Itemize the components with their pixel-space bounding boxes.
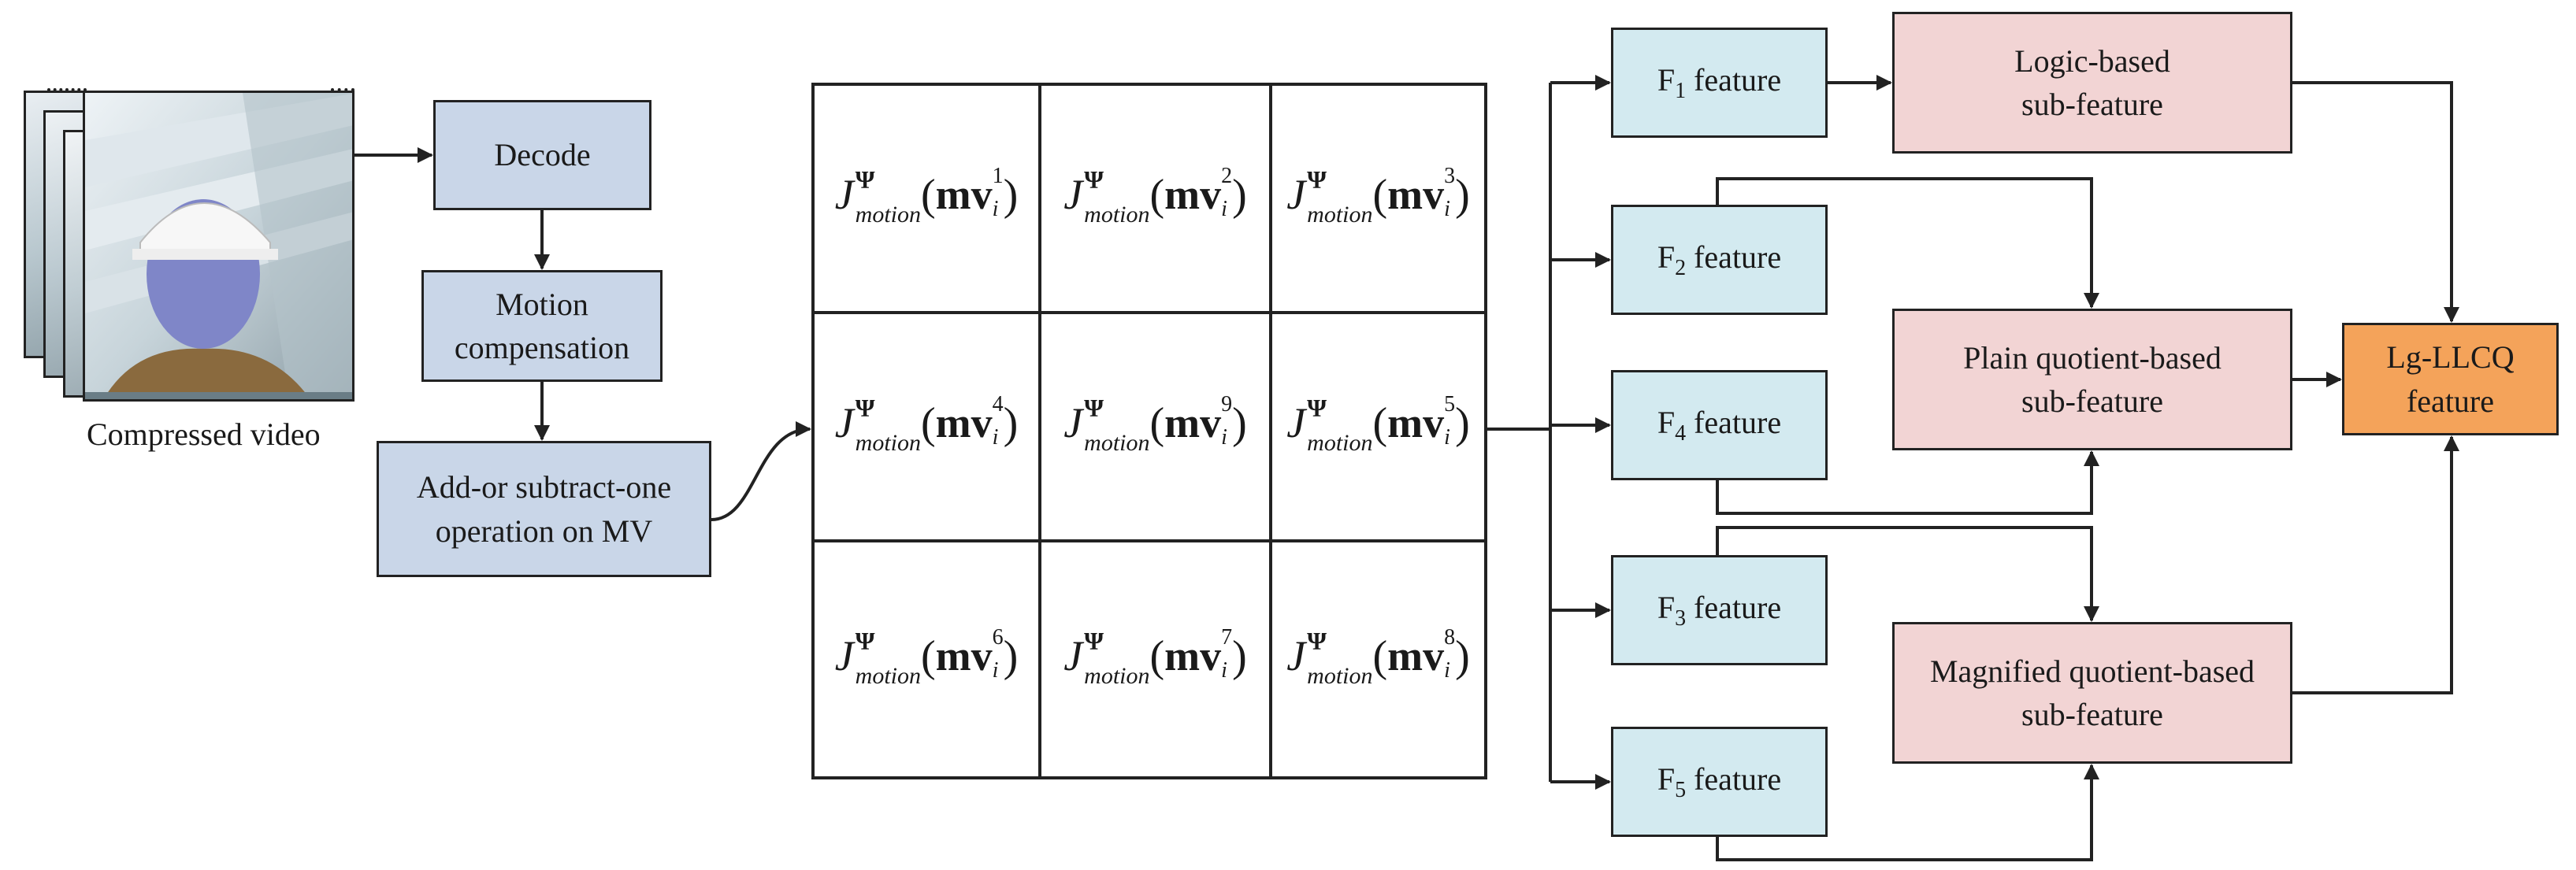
motion-comp-line1: Motion (496, 286, 588, 322)
arrow-f4-to-plain (1716, 450, 2099, 515)
feature-box-f4: F4 feature (1611, 370, 1828, 480)
feature-box-f2: F2 feature (1611, 205, 1828, 315)
video-caption: Compressed video (87, 416, 321, 452)
stack-dots-right (331, 88, 354, 91)
arrow-f3-to-magnified (1716, 526, 2099, 622)
feature-box-f1: F1 feature (1611, 28, 1828, 138)
output-feature-box: Lg-LLCQ feature (2342, 323, 2559, 435)
arrow-logic-to-output (2292, 81, 2459, 323)
vector-index: 6 (992, 624, 1004, 650)
stack-dots-top (47, 88, 87, 91)
arrow-magnified-to-output (2292, 435, 2459, 694)
feature-box-f3: F3 feature (1611, 555, 1828, 665)
logic-line2: sub-feature (2021, 87, 2163, 122)
motion-compensation-box: Motion compensation (421, 270, 663, 382)
vector-index: 7 (1221, 624, 1233, 650)
magnified-subfeature-box: Magnified quotient-based sub-feature (1892, 622, 2292, 764)
feature-box-f5: F5 feature (1611, 727, 1828, 837)
vector-index: 4 (992, 392, 1004, 416)
output-line1: Lg-LLCQ (2386, 339, 2515, 376)
vector-index: 9 (1221, 392, 1233, 416)
plain-line2: sub-feature (2021, 383, 2163, 419)
feature-label-f5: F5 feature (1657, 761, 1782, 803)
video-frame-front (83, 91, 354, 402)
feature-label-f2: F2 feature (1657, 239, 1782, 281)
video-frame-image (85, 93, 352, 399)
feature-label-f4: F4 feature (1657, 405, 1782, 446)
feature-label-f3: F3 feature (1657, 590, 1782, 631)
feature-label-f1: F1 feature (1657, 62, 1782, 104)
vector-index: 1 (992, 164, 1004, 188)
add-subtract-box: Add-or subtract-one operation on MV (377, 441, 711, 577)
magnified-line2: sub-feature (2021, 697, 2163, 732)
logic-subfeature-box: Logic-based sub-feature (1892, 12, 2292, 154)
vector-index: 2 (1221, 164, 1233, 188)
plain-line1: Plain quotient-based (1963, 339, 2222, 376)
logic-line1: Logic-based (2014, 43, 2170, 79)
vector-index: 8 (1444, 624, 1456, 650)
arrow-f5-to-magnified (1716, 764, 2099, 861)
decode-box: Decode (433, 100, 651, 210)
output-line2: feature (2406, 383, 2494, 419)
magnified-line1: Magnified quotient-based (1929, 653, 2255, 689)
arrow-f2-to-plain (1716, 177, 2099, 309)
motion-comp-line2: compensation (454, 330, 630, 365)
add-subtract-line1: Add-or subtract-one (416, 469, 672, 505)
vector-index: 5 (1444, 392, 1456, 416)
decode-label: Decode (494, 137, 591, 173)
add-subtract-line2: operation on MV (435, 513, 653, 549)
plain-subfeature-box: Plain quotient-based sub-feature (1892, 309, 2292, 450)
arrow-addsub-to-grid (711, 421, 811, 521)
vector-index: 3 (1444, 164, 1456, 188)
